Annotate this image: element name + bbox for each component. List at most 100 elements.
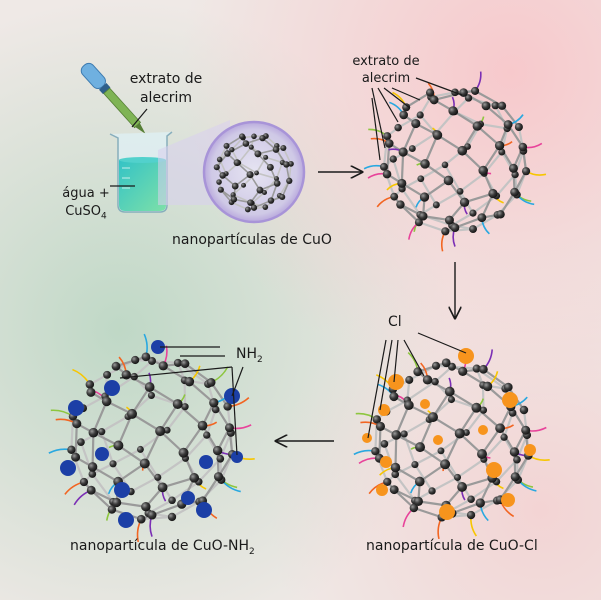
atom (432, 201, 440, 209)
atom (521, 425, 531, 435)
bond (255, 172, 278, 180)
atom (432, 130, 443, 140)
bond (242, 172, 258, 187)
bond (275, 161, 284, 180)
atom (494, 140, 505, 151)
bond (456, 458, 485, 479)
bond (130, 385, 151, 416)
atom (85, 380, 95, 389)
cuo-nh2-label: nanopartícula de CuO-NH2 (70, 538, 255, 557)
atom (414, 476, 425, 487)
amine-group (114, 482, 130, 498)
atom (389, 485, 399, 495)
bond (184, 434, 208, 460)
bond (130, 412, 162, 433)
bond (170, 500, 201, 519)
atom (248, 144, 254, 150)
cl-pointer-lines (367, 332, 467, 439)
bond (436, 133, 464, 152)
bond (91, 472, 115, 503)
atom (181, 403, 189, 411)
atom (254, 150, 262, 158)
atom (172, 399, 183, 409)
atom (431, 377, 439, 386)
atom (233, 159, 241, 167)
amine-group (104, 380, 120, 396)
atom (86, 387, 96, 397)
atom (500, 433, 508, 441)
atom (383, 132, 392, 141)
atom (141, 352, 151, 362)
atom (112, 497, 122, 508)
bond (201, 475, 220, 502)
atom (491, 101, 500, 110)
atom (211, 405, 220, 414)
cuo-nh2-nanoparticle (48, 333, 255, 543)
atom (440, 459, 451, 470)
atom (441, 227, 450, 236)
bond (416, 361, 448, 373)
atom (251, 133, 257, 140)
amine-group (118, 512, 134, 528)
atom (279, 193, 286, 201)
bond (91, 465, 120, 483)
atom (509, 447, 520, 457)
atom (472, 121, 483, 131)
bond (405, 91, 432, 109)
atom (229, 147, 235, 153)
atom (88, 427, 99, 438)
atom (131, 355, 140, 365)
extract-pointer-line (131, 108, 148, 128)
bond (100, 415, 130, 433)
atom (453, 473, 462, 481)
bond (400, 150, 405, 185)
atom (184, 376, 195, 387)
bond (484, 104, 510, 126)
atom (189, 473, 200, 483)
bond (482, 368, 510, 389)
atom (223, 402, 232, 411)
bond (230, 201, 249, 211)
atom (224, 423, 234, 433)
atom (450, 223, 460, 232)
atom (230, 196, 238, 203)
atom (141, 502, 151, 512)
bond (90, 489, 114, 511)
bond (170, 480, 200, 502)
atom (431, 361, 441, 370)
bond (417, 221, 447, 233)
bond (166, 405, 187, 432)
bond (197, 457, 222, 483)
atom (411, 460, 419, 469)
atom (256, 186, 264, 194)
atom (144, 382, 155, 392)
bond (399, 203, 421, 224)
bond (495, 458, 519, 483)
chlorine-atom (524, 444, 536, 456)
atom (244, 206, 251, 213)
chlorine-atom (502, 392, 518, 408)
atom (136, 445, 144, 453)
atom (136, 514, 146, 524)
bond (406, 380, 437, 402)
atom (514, 122, 523, 132)
atom (241, 182, 247, 188)
amine-group (60, 460, 76, 476)
atom (206, 378, 216, 387)
atom (197, 420, 208, 431)
atom (239, 133, 246, 140)
atom (420, 159, 430, 169)
atom (71, 452, 81, 462)
bond (394, 473, 417, 502)
atom (267, 197, 275, 204)
atom (212, 445, 223, 456)
atom (448, 106, 458, 116)
cuo-nh2-sub: 2 (249, 546, 255, 557)
bond (482, 144, 501, 172)
atom (109, 460, 117, 468)
amine-group (199, 455, 213, 469)
atom (382, 169, 392, 179)
atom (242, 140, 250, 147)
atom (466, 510, 476, 520)
atom (67, 445, 76, 454)
